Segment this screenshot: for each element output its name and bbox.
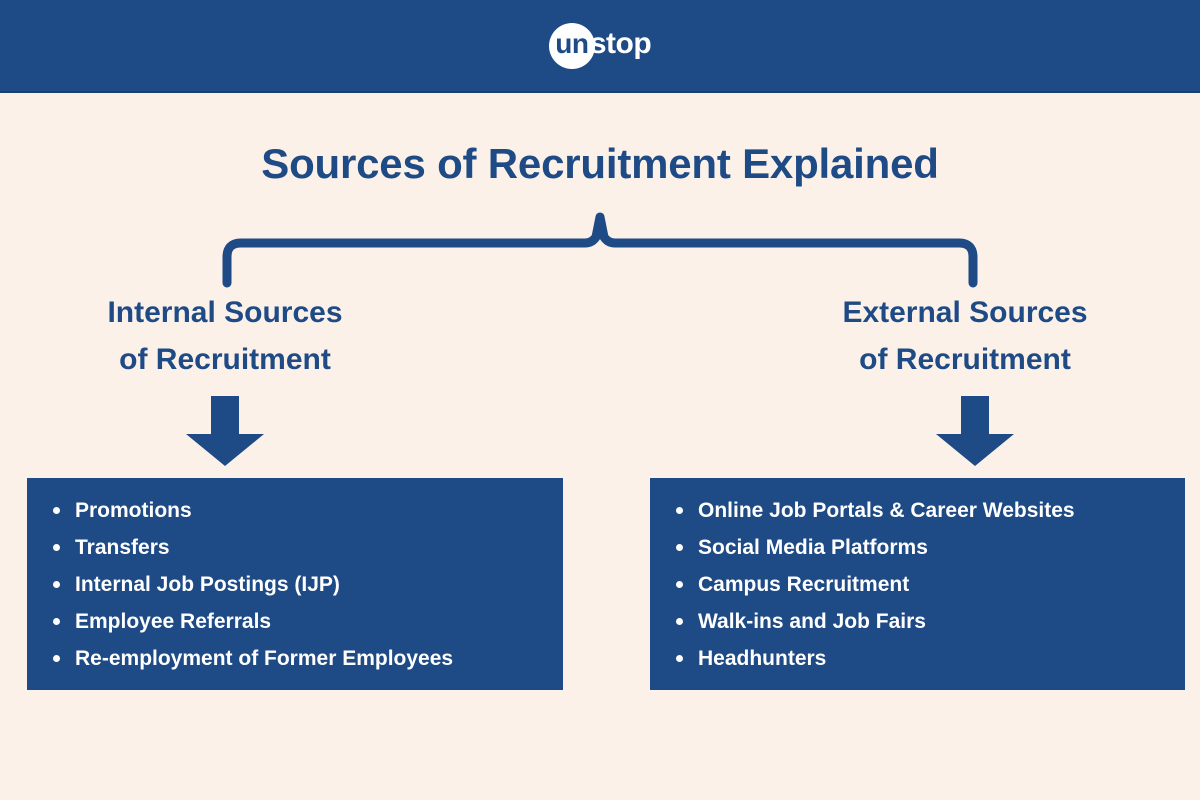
list-item: Re-employment of Former Employees (49, 640, 545, 677)
unstop-logo[interactable]: un stop (548, 22, 652, 69)
list-item: Social Media Platforms (672, 529, 1167, 566)
internal-source-item-label: Employee Referrals (75, 609, 272, 633)
page-title: Sources of Recruitment Explained (261, 140, 939, 187)
branch-heading-internal: Internal Sources of Recruitment (15, 290, 435, 383)
external-source-item-label: Online Job Portals & Career Websites (698, 498, 1075, 522)
list-item: Online Job Portals & Career Websites (672, 492, 1167, 529)
list-item: Employee Referrals (49, 603, 545, 640)
list-item: Walk-ins and Job Fairs (672, 603, 1167, 640)
bullet-dot-icon (676, 654, 683, 662)
bullet-dot-icon (53, 580, 60, 588)
list-item: Campus Recruitment (672, 566, 1167, 603)
branch-heading-internal-line1: Internal Sources (107, 296, 343, 329)
unstop-logo-circle-mark: un (548, 22, 595, 69)
brace-connector-icon (222, 212, 978, 288)
bullet-dot-icon (676, 617, 683, 625)
bullet-dot-icon (676, 506, 683, 514)
bullet-dot-icon (53, 617, 60, 625)
list-item: Transfers (49, 529, 545, 566)
header-band: un stop (0, 0, 1200, 93)
bullet-dot-icon (676, 580, 683, 588)
branch-heading-external-line2: of Recruitment (859, 342, 1071, 376)
unstop-logo-wordmark: stop (589, 27, 652, 60)
arrow-down-icon-internal (186, 396, 264, 466)
list-item: Headhunters (672, 640, 1167, 677)
external-source-item-label: Campus Recruitment (698, 572, 910, 596)
bullet-dot-icon (53, 506, 60, 514)
bullet-dot-icon (53, 543, 60, 551)
external-source-item-label: Walk-ins and Job Fairs (698, 609, 926, 633)
branch-heading-external: External Sources of Recruitment (755, 290, 1175, 383)
bullet-dot-icon (53, 654, 60, 662)
internal-source-item-label: Internal Job Postings (IJP) (75, 572, 340, 596)
list-item: Internal Job Postings (IJP) (49, 566, 545, 603)
external-source-item-label: Headhunters (698, 646, 827, 670)
internal-source-item-label: Transfers (75, 535, 170, 559)
arrow-down-icon-external (936, 396, 1014, 466)
branch-heading-external-line1: External Sources (842, 296, 1088, 329)
branch-heading-internal-line2: of Recruitment (119, 342, 331, 376)
external-source-item-label: Social Media Platforms (698, 535, 928, 559)
bullet-dot-icon (676, 543, 683, 551)
internal-source-item-label: Re-employment of Former Employees (75, 646, 454, 670)
internal-source-item-label: Promotions (75, 498, 192, 522)
list-item: Promotions (49, 492, 545, 529)
